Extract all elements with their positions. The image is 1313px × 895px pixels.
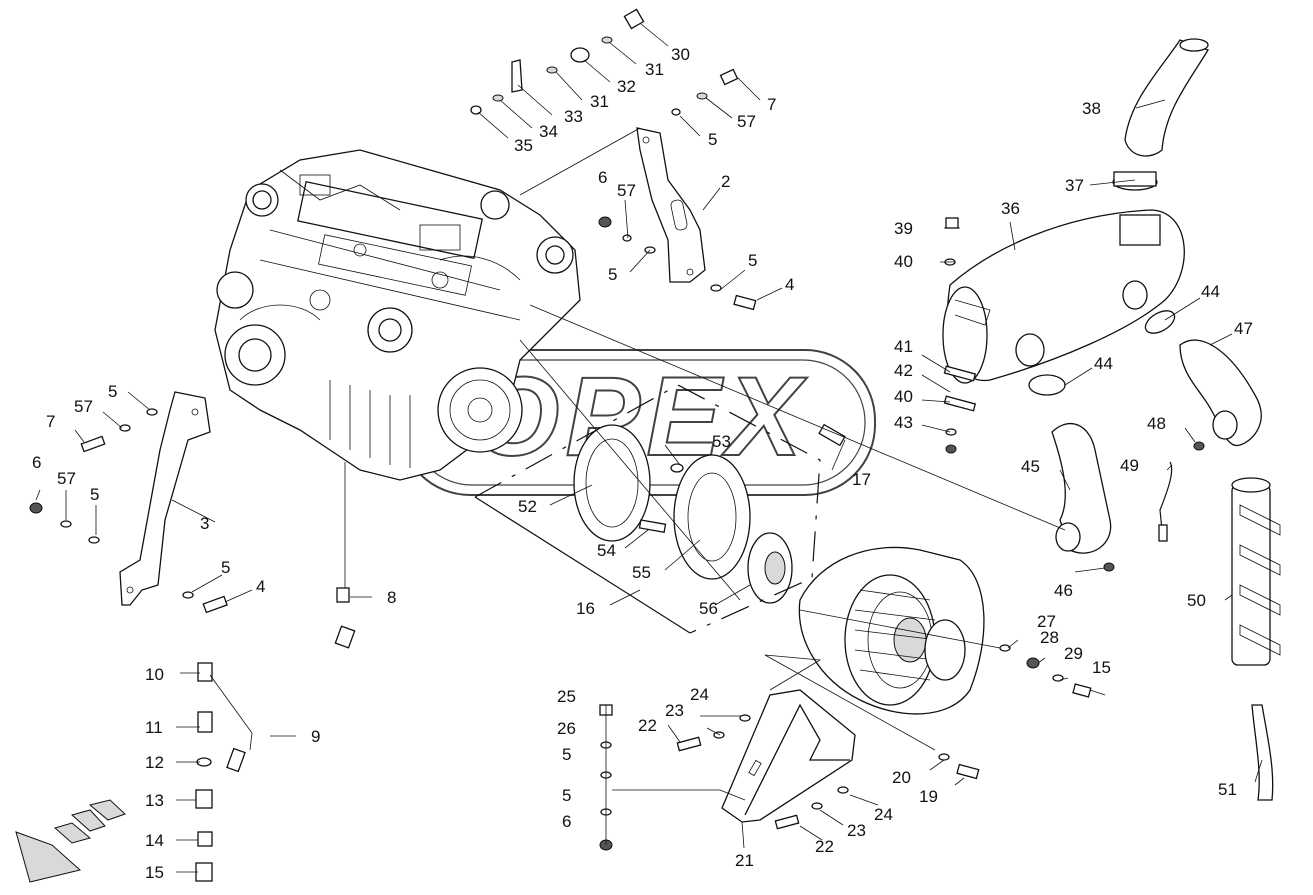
callout-41: 41 — [894, 337, 913, 356]
callout-40: 40 — [894, 252, 913, 271]
callout-25: 25 — [557, 687, 576, 706]
callout-6: 6 — [562, 812, 571, 831]
callout-42: 42 — [894, 361, 913, 380]
callout-33: 33 — [564, 107, 583, 126]
bracket-21 — [721, 689, 856, 823]
callout-47: 47 — [1234, 319, 1253, 338]
callout-38: 38 — [1082, 99, 1101, 118]
leader-lines — [35, 23, 1263, 873]
callout-44: 44 — [1094, 354, 1113, 373]
callout-30: 30 — [671, 45, 690, 64]
callout-54: 54 — [597, 541, 616, 560]
bracket-3 — [119, 391, 211, 606]
callout-34: 34 — [539, 122, 558, 141]
callout-29: 29 — [1064, 644, 1083, 663]
callout-15: 15 — [145, 863, 164, 882]
callout-48: 48 — [1147, 414, 1166, 433]
callout-31: 31 — [590, 92, 609, 111]
callout-17: 17 — [852, 470, 871, 489]
callout-19: 19 — [919, 787, 938, 806]
engine — [214, 149, 581, 481]
callout-45: 45 — [1021, 457, 1040, 476]
callout-20: 20 — [892, 768, 911, 787]
callout-24: 24 — [874, 805, 893, 824]
callout-10: 10 — [145, 665, 164, 684]
callout-46: 46 — [1054, 581, 1073, 600]
callout-57: 57 — [57, 469, 76, 488]
callout-5: 5 — [562, 745, 571, 764]
callout-56: 56 — [699, 599, 718, 618]
callout-26: 26 — [557, 719, 576, 738]
top-hardware — [470, 8, 757, 311]
callout-14: 14 — [145, 831, 164, 850]
hose-9 — [226, 587, 356, 803]
callout-24: 24 — [690, 685, 709, 704]
callout-32: 32 — [617, 77, 636, 96]
callout-50: 50 — [1187, 591, 1206, 610]
assembly-frame-16 — [474, 384, 821, 634]
callout-13: 13 — [145, 791, 164, 810]
bracket-2 — [636, 127, 706, 283]
callout-7: 7 — [46, 412, 55, 431]
callout-37: 37 — [1065, 176, 1084, 195]
callout-16: 16 — [576, 599, 595, 618]
callout-5: 5 — [748, 251, 757, 270]
callout-23: 23 — [665, 701, 684, 720]
fitting-stack — [195, 662, 213, 882]
callout-4: 4 — [256, 577, 265, 596]
callout-9: 9 — [311, 727, 320, 746]
callout-52: 52 — [518, 497, 537, 516]
callout-2: 2 — [721, 172, 730, 191]
callout-22: 22 — [815, 837, 834, 856]
callout-40: 40 — [894, 387, 913, 406]
callout-12: 12 — [145, 753, 164, 772]
callout-36: 36 — [1001, 199, 1020, 218]
direction-arrow — [15, 799, 126, 883]
callout-6: 6 — [32, 453, 41, 472]
callout-7: 7 — [767, 95, 776, 114]
callout-35: 35 — [514, 136, 533, 155]
hose-51 — [1251, 704, 1274, 801]
bottom-hardware — [599, 644, 1092, 851]
callout-4: 4 — [785, 275, 794, 294]
callout-39: 39 — [894, 219, 913, 238]
exhaust-pipes — [1028, 310, 1262, 572]
callout-5: 5 — [708, 130, 717, 149]
left-hardware — [29, 408, 228, 614]
callout-57: 57 — [737, 112, 756, 131]
callout-51: 51 — [1218, 780, 1237, 799]
coupling-parts — [573, 423, 846, 604]
callout-43: 43 — [894, 413, 913, 432]
callout-11: 11 — [145, 718, 163, 737]
callout-55: 55 — [632, 563, 651, 582]
callout-21: 21 — [735, 851, 754, 870]
callout-5: 5 — [562, 786, 571, 805]
callout-22: 22 — [638, 716, 657, 735]
callout-15: 15 — [1092, 658, 1111, 677]
callout-28: 28 — [1040, 628, 1059, 647]
callout-3: 3 — [200, 514, 209, 533]
callout-labels: 30 31 32 31 33 34 35 7 57 5 2 6 57 5 5 4… — [32, 45, 1253, 882]
callout-57: 57 — [617, 181, 636, 200]
hydraulic-pump — [798, 546, 985, 715]
callout-27: 27 — [1037, 612, 1056, 631]
callout-53: 53 — [712, 432, 731, 451]
callout-5: 5 — [90, 485, 99, 504]
callout-5: 5 — [608, 265, 617, 284]
muffler-36 — [942, 38, 1209, 384]
callout-49: 49 — [1120, 456, 1139, 475]
heat-shield-50 — [1231, 477, 1281, 666]
callout-6: 6 — [598, 168, 607, 187]
callout-44: 44 — [1201, 282, 1220, 301]
callout-31: 31 — [645, 60, 664, 79]
callout-8: 8 — [387, 588, 396, 607]
callout-5: 5 — [108, 382, 117, 401]
callout-57: 57 — [74, 397, 93, 416]
callout-5: 5 — [221, 558, 230, 577]
callout-23: 23 — [847, 821, 866, 840]
